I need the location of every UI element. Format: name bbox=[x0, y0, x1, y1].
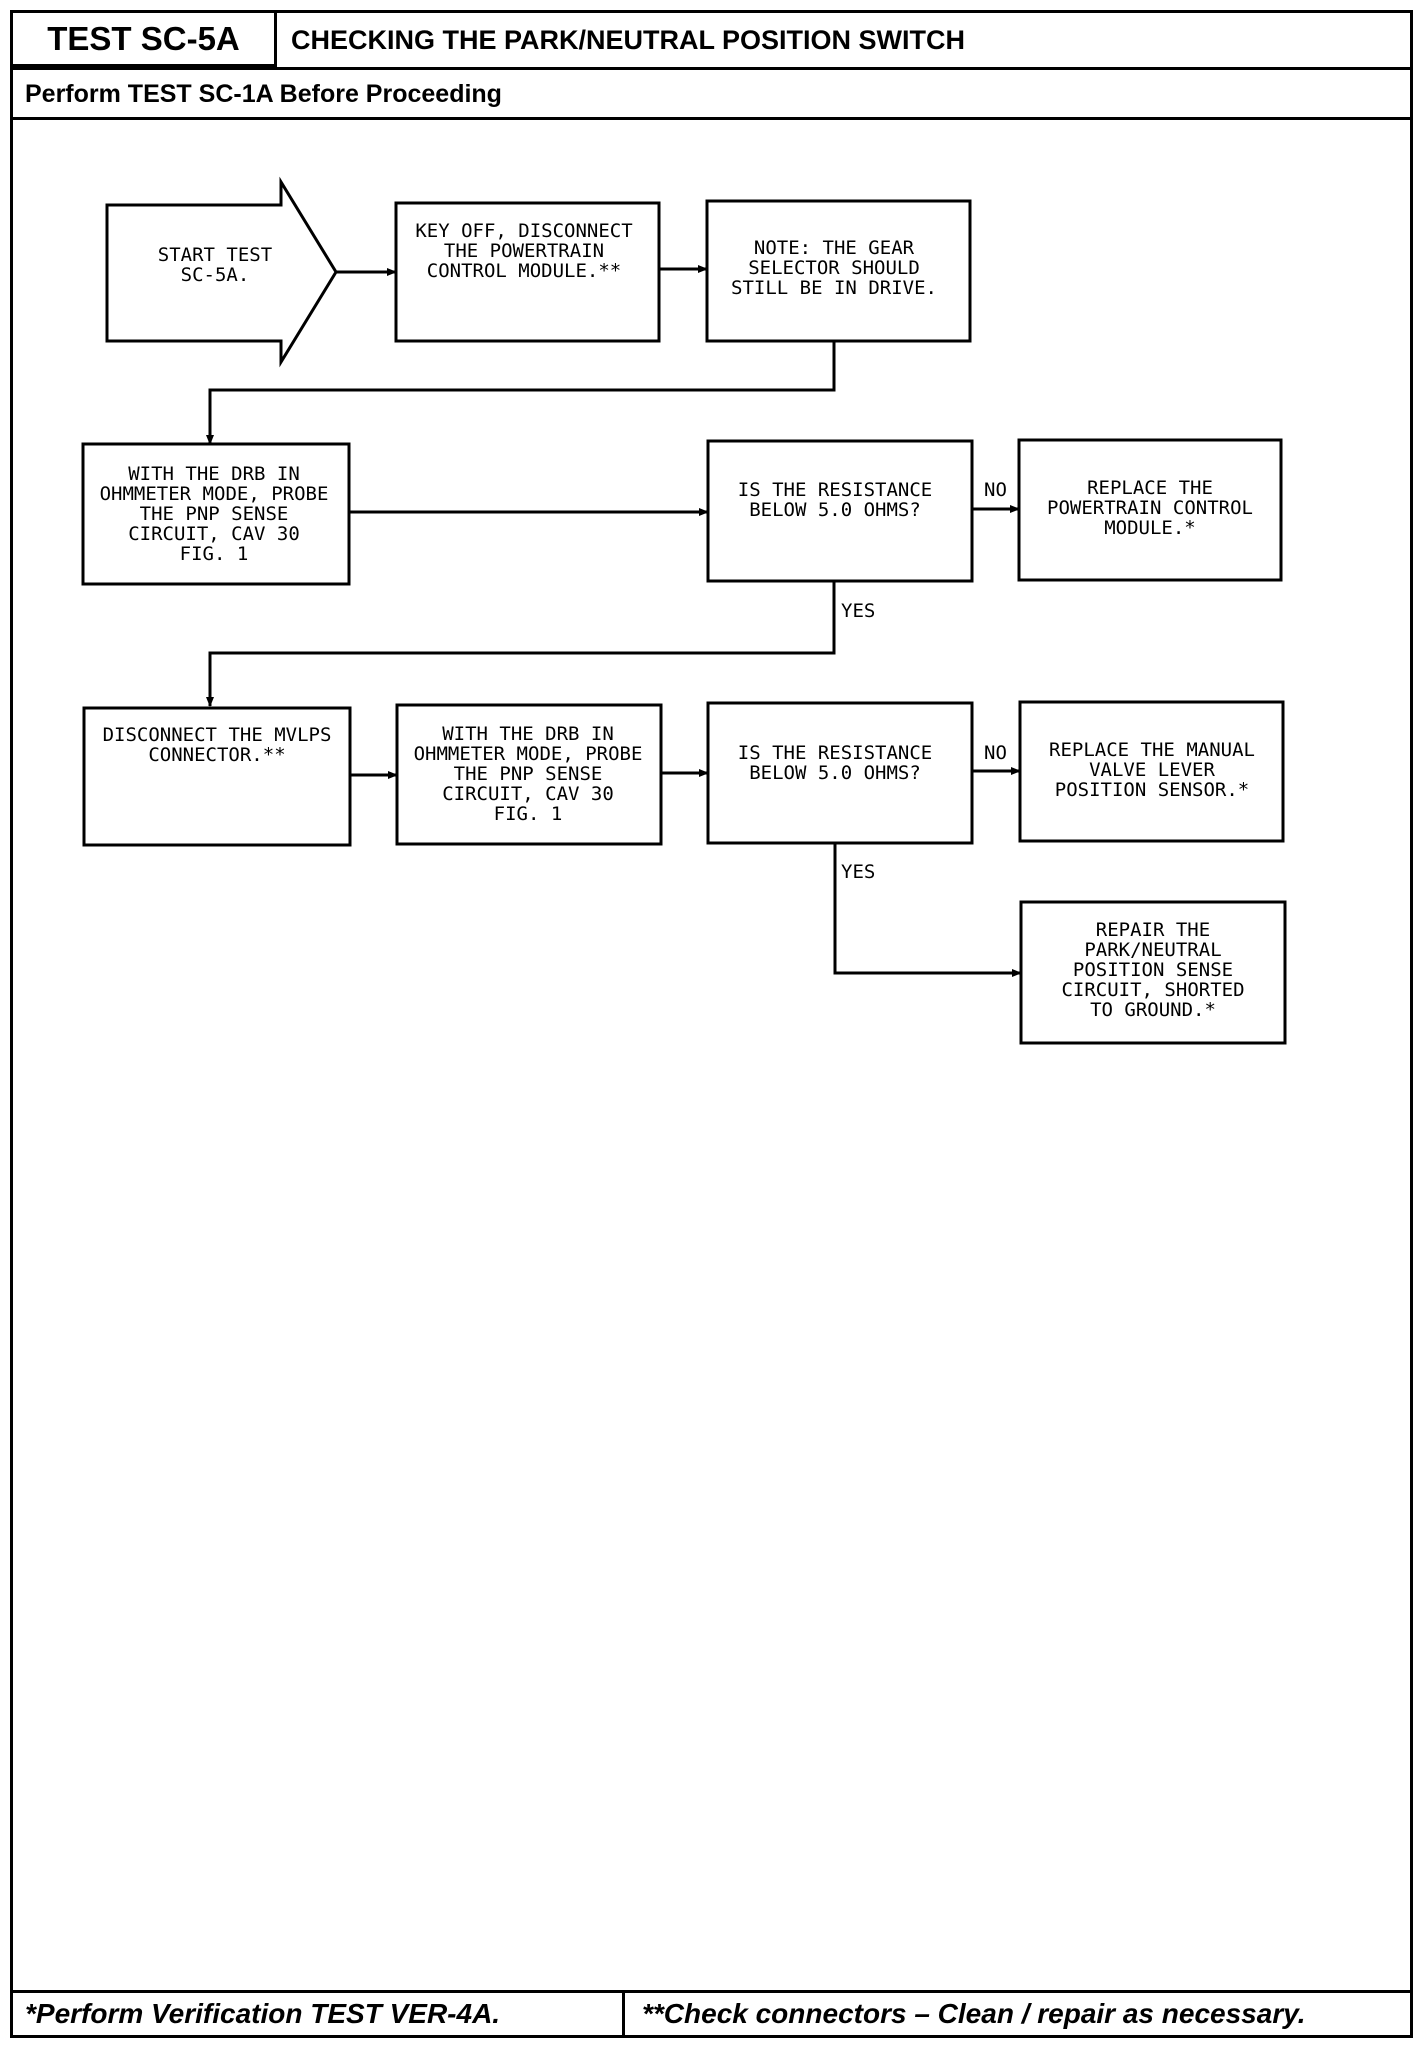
box-text-line: WITH THE DRB IN bbox=[128, 463, 300, 485]
arrow-decision2-yes bbox=[833, 843, 1022, 977]
box-text-line: MODULE.* bbox=[1104, 517, 1196, 539]
arrow-note-to-probe1 bbox=[206, 341, 836, 445]
box-text-line: POSITION SENSOR.* bbox=[1055, 779, 1249, 801]
page-title: CHECKING THE PARK/NEUTRAL POSITION SWITC… bbox=[291, 24, 966, 55]
box-text-line: KEY OFF, DISCONNECT bbox=[415, 220, 632, 242]
box-text-line: OHMMETER MODE, PROBE bbox=[414, 743, 643, 765]
probe-1-box bbox=[81, 442, 351, 586]
box-text-line: REPAIR THE bbox=[1096, 919, 1210, 941]
footer-note-verification: *Perform Verification TEST VER-4A. bbox=[13, 1993, 625, 2035]
box-text-line: OHMMETER MODE, PROBE bbox=[100, 483, 329, 505]
start-arrow-shape bbox=[105, 176, 338, 368]
footer-note-connectors: **Check connectors – Clean / repair as n… bbox=[642, 1998, 1306, 2029]
disconnect-mvlps-box bbox=[82, 706, 352, 847]
box-text-line: REPLACE THE MANUAL bbox=[1049, 739, 1255, 761]
replace-mvlps-box bbox=[1018, 700, 1285, 843]
page-subtitle: Perform TEST SC-1A Before Proceeding bbox=[25, 79, 502, 108]
box-text-line: CONTROL MODULE.** bbox=[427, 260, 621, 282]
box-text-line: IS THE RESISTANCE bbox=[738, 742, 932, 764]
box-text-line: STILL BE IN DRIVE. bbox=[731, 277, 937, 299]
box-text-line: PARK/NEUTRAL bbox=[1084, 939, 1221, 961]
decision-2-box bbox=[706, 701, 974, 845]
box-text-line: CIRCUIT, SHORTED bbox=[1061, 979, 1244, 1001]
box-text-line: POWERTRAIN CONTROL bbox=[1047, 497, 1253, 519]
subtitle-divider bbox=[13, 117, 1410, 120]
box-text-line: BELOW 5.0 OHMS? bbox=[749, 762, 921, 784]
box-text-line: BELOW 5.0 OHMS? bbox=[749, 499, 921, 521]
box-text-line: SC-5A. bbox=[181, 264, 250, 286]
box-text-line: VALVE LEVER bbox=[1089, 759, 1215, 781]
header-divider bbox=[13, 67, 1410, 70]
box-text-line: FIG. 1 bbox=[494, 803, 563, 825]
box-text-line: FIG. 1 bbox=[180, 543, 249, 565]
step-key-off-box bbox=[394, 201, 661, 343]
box-text-line: IS THE RESISTANCE bbox=[738, 479, 932, 501]
label-no-1: NO bbox=[984, 479, 1007, 501]
note-gear-box bbox=[705, 199, 972, 343]
box-text-line: SELECTOR SHOULD bbox=[748, 257, 920, 279]
box-text-line: NOTE: THE GEAR bbox=[754, 237, 915, 259]
box-text-line: TO GROUND.* bbox=[1090, 999, 1216, 1021]
box-text-line: START TEST bbox=[158, 244, 272, 266]
box-text-line: WITH THE DRB IN bbox=[442, 723, 614, 745]
box-text-line: THE POWERTRAIN bbox=[444, 240, 604, 262]
box-text-line: CIRCUIT, CAV 30 bbox=[128, 523, 300, 545]
footer-divider bbox=[13, 1990, 1410, 1993]
arrow-decision1-yes bbox=[206, 581, 836, 707]
connectors bbox=[206, 265, 1022, 977]
box-text-line: CIRCUIT, CAV 30 bbox=[442, 783, 614, 805]
decision-1-box bbox=[706, 439, 974, 583]
box-text-line: CONNECTOR.** bbox=[148, 744, 285, 766]
box-text-line: THE PNP SENSE bbox=[140, 503, 289, 525]
test-id: TEST SC-5A bbox=[13, 13, 277, 67]
box-text-line: POSITION SENSE bbox=[1073, 959, 1233, 981]
test-page: TEST SC-5A CHECKING THE PARK/NEUTRAL POS… bbox=[10, 10, 1413, 2038]
repair-circuit-box bbox=[1019, 900, 1287, 1045]
probe-2-box bbox=[395, 703, 663, 846]
label-no-2: NO bbox=[984, 742, 1007, 764]
replace-pcm-box bbox=[1017, 438, 1283, 582]
box-text-line: DISCONNECT THE MVLPS bbox=[103, 724, 332, 746]
label-yes-2: YES bbox=[841, 861, 875, 883]
label-yes-1: YES bbox=[841, 600, 875, 622]
box-text-line: REPLACE THE bbox=[1087, 477, 1213, 499]
box-text-line: THE PNP SENSE bbox=[454, 763, 603, 785]
